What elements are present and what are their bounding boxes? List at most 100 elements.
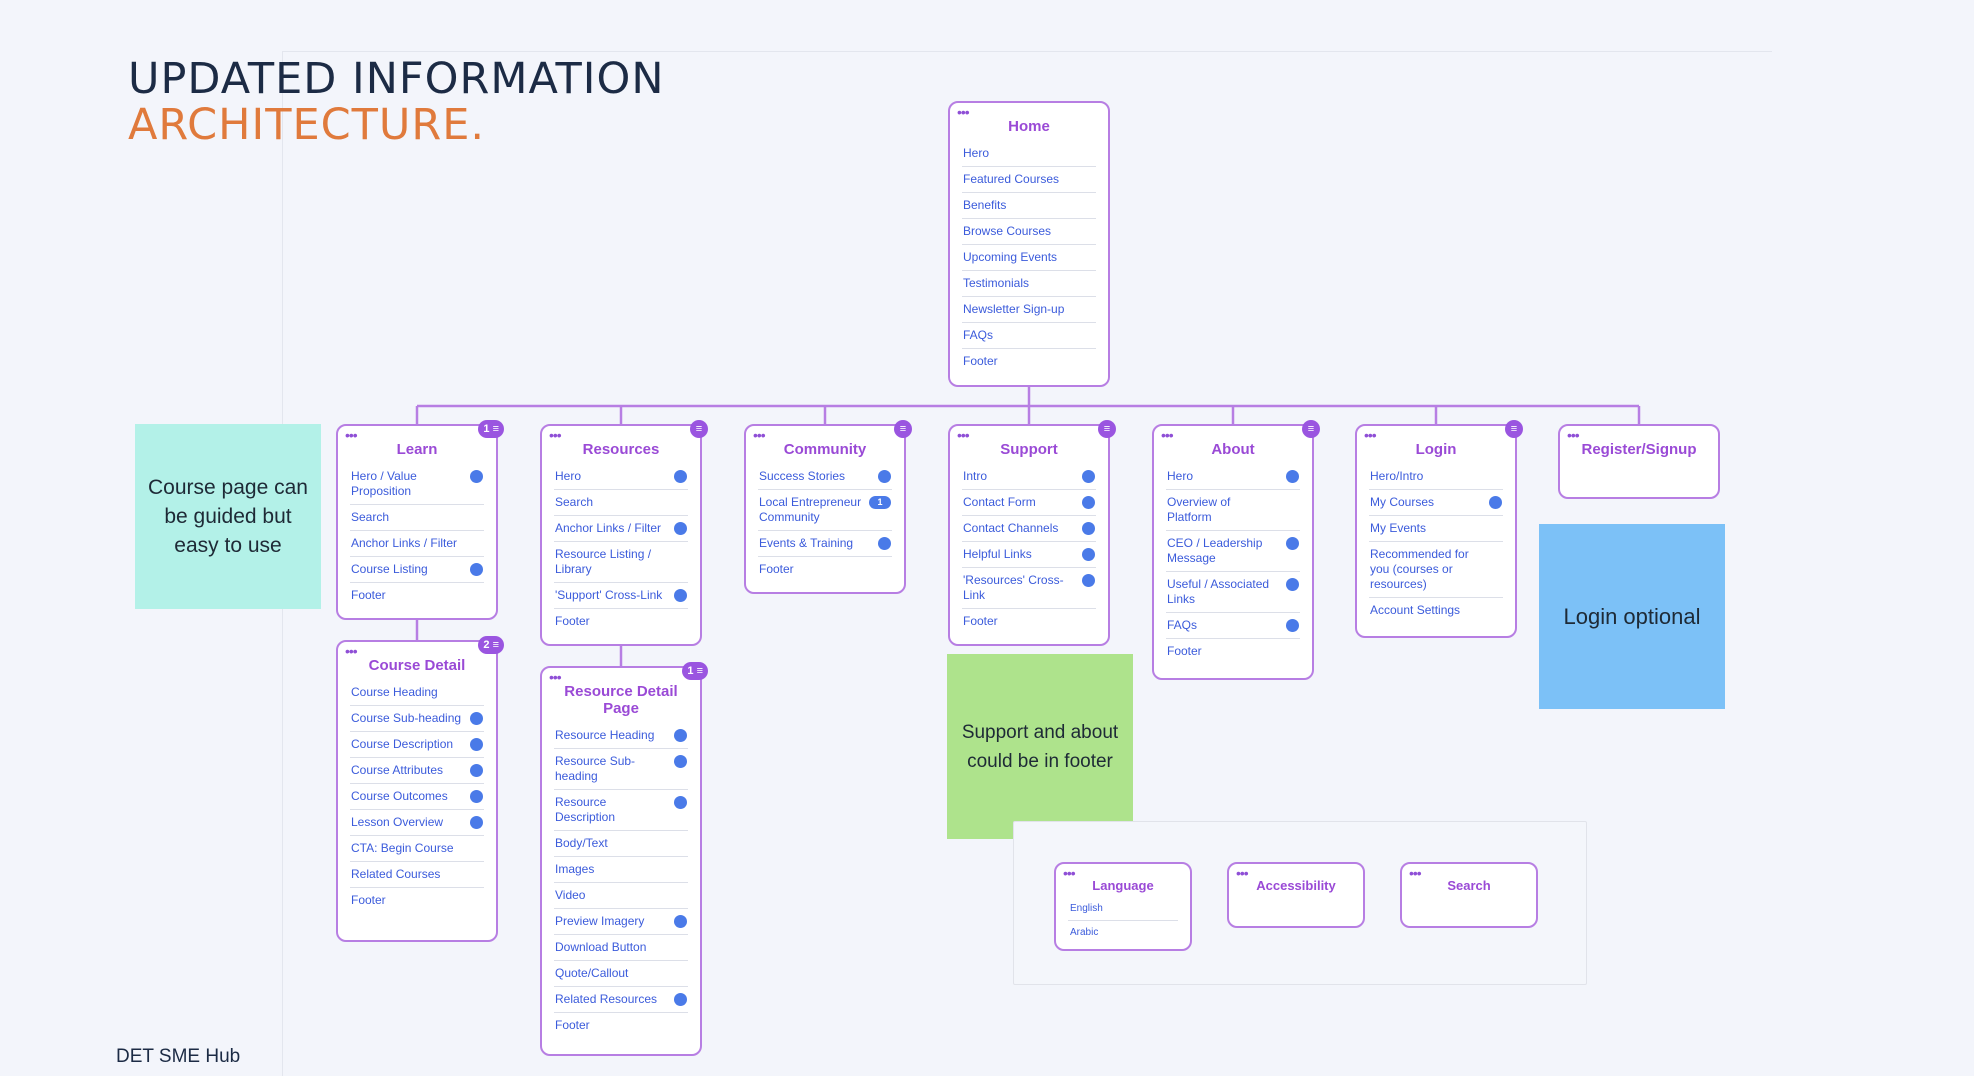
list-item[interactable]: Course Heading <box>350 680 484 706</box>
list-item[interactable]: Anchor Links / Filter <box>554 516 688 542</box>
list-item[interactable]: Resource Sub-heading <box>554 749 688 790</box>
comment-icon[interactable] <box>1286 578 1299 591</box>
list-item[interactable]: FAQs <box>962 323 1096 349</box>
list-item[interactable]: CEO / Leadership Message <box>1166 531 1300 572</box>
list-item[interactable]: Hero/Intro <box>1369 464 1503 490</box>
comment-icon[interactable] <box>470 712 483 725</box>
node-resource-detail[interactable]: ••• 1 ≡ Resource Detail Page Resource He… <box>540 662 708 1056</box>
list-item[interactable]: Hero / Value Proposition <box>350 464 484 505</box>
comment-icon[interactable] <box>1082 522 1095 535</box>
node-menu-icon[interactable]: ••• <box>753 427 766 443</box>
comment-icon[interactable] <box>470 790 483 803</box>
list-item[interactable]: Events & Training <box>758 531 892 557</box>
list-item[interactable]: English <box>1068 897 1178 921</box>
list-item[interactable]: Hero <box>962 141 1096 167</box>
list-item[interactable]: Contact Channels <box>962 516 1096 542</box>
list-item[interactable]: Contact Form <box>962 490 1096 516</box>
list-item[interactable]: Upcoming Events <box>962 245 1096 271</box>
list-item[interactable]: Success Stories <box>758 464 892 490</box>
node-menu-icon[interactable]: ••• <box>345 427 358 443</box>
list-item[interactable]: 'Resources' Cross-Link <box>962 568 1096 609</box>
comment-badge[interactable]: ≡ <box>690 420 708 438</box>
list-item[interactable]: CTA: Begin Course <box>350 836 484 862</box>
list-item[interactable]: Footer <box>1167 644 1202 658</box>
list-item[interactable]: Course Attributes <box>350 758 484 784</box>
list-item[interactable]: Resource Description <box>554 790 688 831</box>
comment-icon[interactable] <box>674 915 687 928</box>
node-menu-icon[interactable]: ••• <box>1567 427 1580 443</box>
list-item[interactable]: Featured Courses <box>962 167 1096 193</box>
list-item[interactable]: My Courses <box>1369 490 1503 516</box>
node-menu-icon[interactable]: ••• <box>1161 427 1174 443</box>
list-item[interactable]: Footer <box>555 1018 590 1032</box>
node-support[interactable]: ••• ≡ Support Intro Contact Form Contact… <box>948 420 1116 646</box>
node-menu-icon[interactable]: ••• <box>549 427 562 443</box>
node-login[interactable]: ••• ≡ Login Hero/Intro My Courses My Eve… <box>1355 420 1523 638</box>
comment-icon[interactable] <box>674 729 687 742</box>
list-item[interactable]: Intro <box>962 464 1096 490</box>
node-about[interactable]: ••• ≡ About Hero Overview of Platform CE… <box>1152 420 1320 680</box>
list-item[interactable]: Footer <box>555 614 590 628</box>
comment-icon[interactable] <box>1286 537 1299 550</box>
comment-icon[interactable] <box>674 993 687 1006</box>
list-item[interactable]: Search <box>350 505 484 531</box>
list-item[interactable]: Footer <box>963 354 998 368</box>
sticky-note-support[interactable]: Support and about could be in footer <box>947 654 1133 839</box>
list-item[interactable]: Body/Text <box>554 831 688 857</box>
list-item[interactable]: Search <box>554 490 688 516</box>
node-menu-icon[interactable]: ••• <box>1409 865 1422 881</box>
list-item[interactable]: FAQs <box>1166 613 1300 639</box>
list-item[interactable]: Anchor Links / Filter <box>350 531 484 557</box>
sticky-note-login[interactable]: Login optional <box>1539 524 1725 709</box>
list-item[interactable]: Quote/Callout <box>554 961 688 987</box>
comment-count-badge[interactable]: 2 ≡ <box>478 636 504 654</box>
node-menu-icon[interactable]: ••• <box>1063 865 1076 881</box>
list-item[interactable]: Course Outcomes <box>350 784 484 810</box>
list-item[interactable]: Testimonials <box>962 271 1096 297</box>
list-item[interactable]: Course Sub-heading <box>350 706 484 732</box>
node-menu-icon[interactable]: ••• <box>957 104 970 120</box>
list-item[interactable]: Preview Imagery <box>554 909 688 935</box>
comment-badge[interactable]: ≡ <box>894 420 912 438</box>
node-learn[interactable]: ••• 1 ≡ Learn Hero / Value Proposition S… <box>336 420 504 620</box>
node-course-detail[interactable]: ••• 2 ≡ Course Detail Course Heading Cou… <box>336 636 504 942</box>
comment-icon[interactable] <box>1082 470 1095 483</box>
node-menu-icon[interactable]: ••• <box>549 669 562 685</box>
comment-badge[interactable]: ≡ <box>1302 420 1320 438</box>
node-language[interactable]: ••• Language English Arabic <box>1054 862 1192 951</box>
comment-icon[interactable] <box>1082 548 1095 561</box>
list-item[interactable]: Resource Heading <box>554 723 688 749</box>
comment-icon[interactable] <box>1489 496 1502 509</box>
list-item[interactable]: Related Resources <box>554 987 688 1013</box>
comment-icon[interactable] <box>674 470 687 483</box>
comment-icon[interactable] <box>1082 574 1095 587</box>
comment-icon[interactable] <box>470 563 483 576</box>
comment-badge[interactable]: ≡ <box>1505 420 1523 438</box>
list-item[interactable]: Useful / Associated Links <box>1166 572 1300 613</box>
list-item[interactable]: Download Button <box>554 935 688 961</box>
comment-icon[interactable] <box>674 522 687 535</box>
list-item[interactable]: Arabic <box>1070 927 1099 938</box>
comment-icon[interactable] <box>674 589 687 602</box>
comment-icon[interactable] <box>470 738 483 751</box>
node-menu-icon[interactable]: ••• <box>345 643 358 659</box>
list-item[interactable]: Hero <box>1166 464 1300 490</box>
comment-icon[interactable] <box>470 816 483 829</box>
list-item[interactable]: Footer <box>351 893 386 907</box>
node-home[interactable]: ••• Home Hero Featured Courses Benefits … <box>948 101 1110 387</box>
list-item[interactable]: Footer <box>351 588 386 602</box>
node-menu-icon[interactable]: ••• <box>957 427 970 443</box>
list-item[interactable]: Video <box>554 883 688 909</box>
node-register-signup[interactable]: ••• Register/Signup <box>1558 424 1720 499</box>
sticky-note-course[interactable]: Course page can be guided but easy to us… <box>135 424 321 609</box>
comment-icon[interactable] <box>470 764 483 777</box>
comment-icon[interactable] <box>470 470 483 483</box>
comment-icon[interactable] <box>878 470 891 483</box>
list-item[interactable]: Account Settings <box>1370 603 1461 617</box>
list-item[interactable]: Hero <box>554 464 688 490</box>
list-item[interactable]: My Events <box>1369 516 1503 542</box>
comment-count-icon[interactable]: 1 <box>869 496 891 509</box>
list-item[interactable]: Related Courses <box>350 862 484 888</box>
comment-badge[interactable]: ≡ <box>1098 420 1116 438</box>
